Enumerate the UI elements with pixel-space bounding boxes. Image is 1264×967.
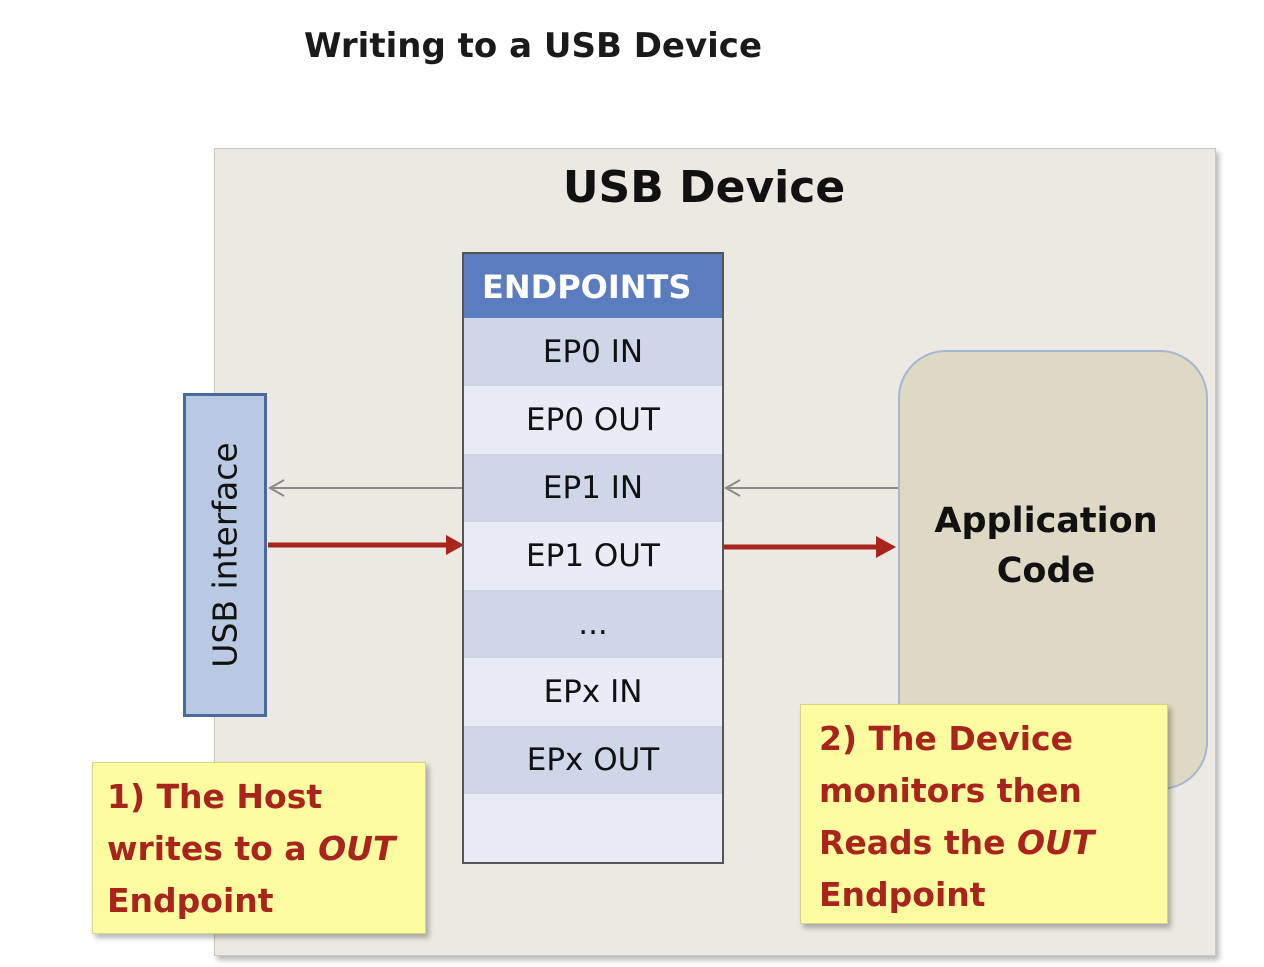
host-note-line1: 1) The Host bbox=[107, 777, 323, 816]
diagram-title: Writing to a USB Device bbox=[304, 26, 763, 66]
application-code-label: Application Code bbox=[898, 496, 1194, 596]
device-note-line3-prefix: Reads the bbox=[819, 823, 1017, 862]
host-note-out-emphasis: OUT bbox=[318, 829, 396, 868]
host-note-line3: Endpoint bbox=[107, 881, 274, 920]
usb-device-label: USB Device bbox=[562, 162, 846, 213]
application-code-line1: Application bbox=[934, 501, 1158, 541]
usb-interface-label: USB interface bbox=[205, 442, 245, 668]
endpoint-epx-in: EPx IN bbox=[464, 658, 722, 726]
endpoint-epx-out: EPx OUT bbox=[464, 726, 722, 794]
host-note-line2-prefix: writes to a bbox=[107, 829, 319, 868]
endpoint-ep0-out: EP0 OUT bbox=[464, 386, 722, 454]
device-note-line2: monitors then bbox=[819, 771, 1082, 810]
usb-interface-box bbox=[183, 393, 267, 717]
device-note-line3: Reads the OUT bbox=[819, 817, 1149, 869]
endpoint-ellipsis: ... bbox=[464, 590, 722, 658]
application-code-line2: Code bbox=[996, 551, 1096, 591]
endpoint-ep1-in: EP1 IN bbox=[464, 454, 722, 522]
host-note-line2: writes to a OUT bbox=[107, 823, 411, 875]
endpoint-ep0-in: EP0 IN bbox=[464, 318, 722, 386]
endpoint-ep1-out: EP1 OUT bbox=[464, 522, 722, 590]
device-note-out-emphasis: OUT bbox=[1016, 823, 1095, 862]
device-note-line1: 2) The Device bbox=[819, 719, 1073, 758]
device-note: 2) The Device monitors then Reads the OU… bbox=[800, 704, 1168, 924]
endpoints-header: ENDPOINTS bbox=[464, 254, 722, 318]
endpoints-table: ENDPOINTS EP0 IN EP0 OUT EP1 IN EP1 OUT … bbox=[462, 252, 724, 864]
endpoint-empty-row bbox=[464, 794, 722, 862]
device-note-line4: Endpoint bbox=[819, 875, 986, 914]
host-note: 1) The Host writes to a OUT Endpoint bbox=[92, 762, 426, 934]
